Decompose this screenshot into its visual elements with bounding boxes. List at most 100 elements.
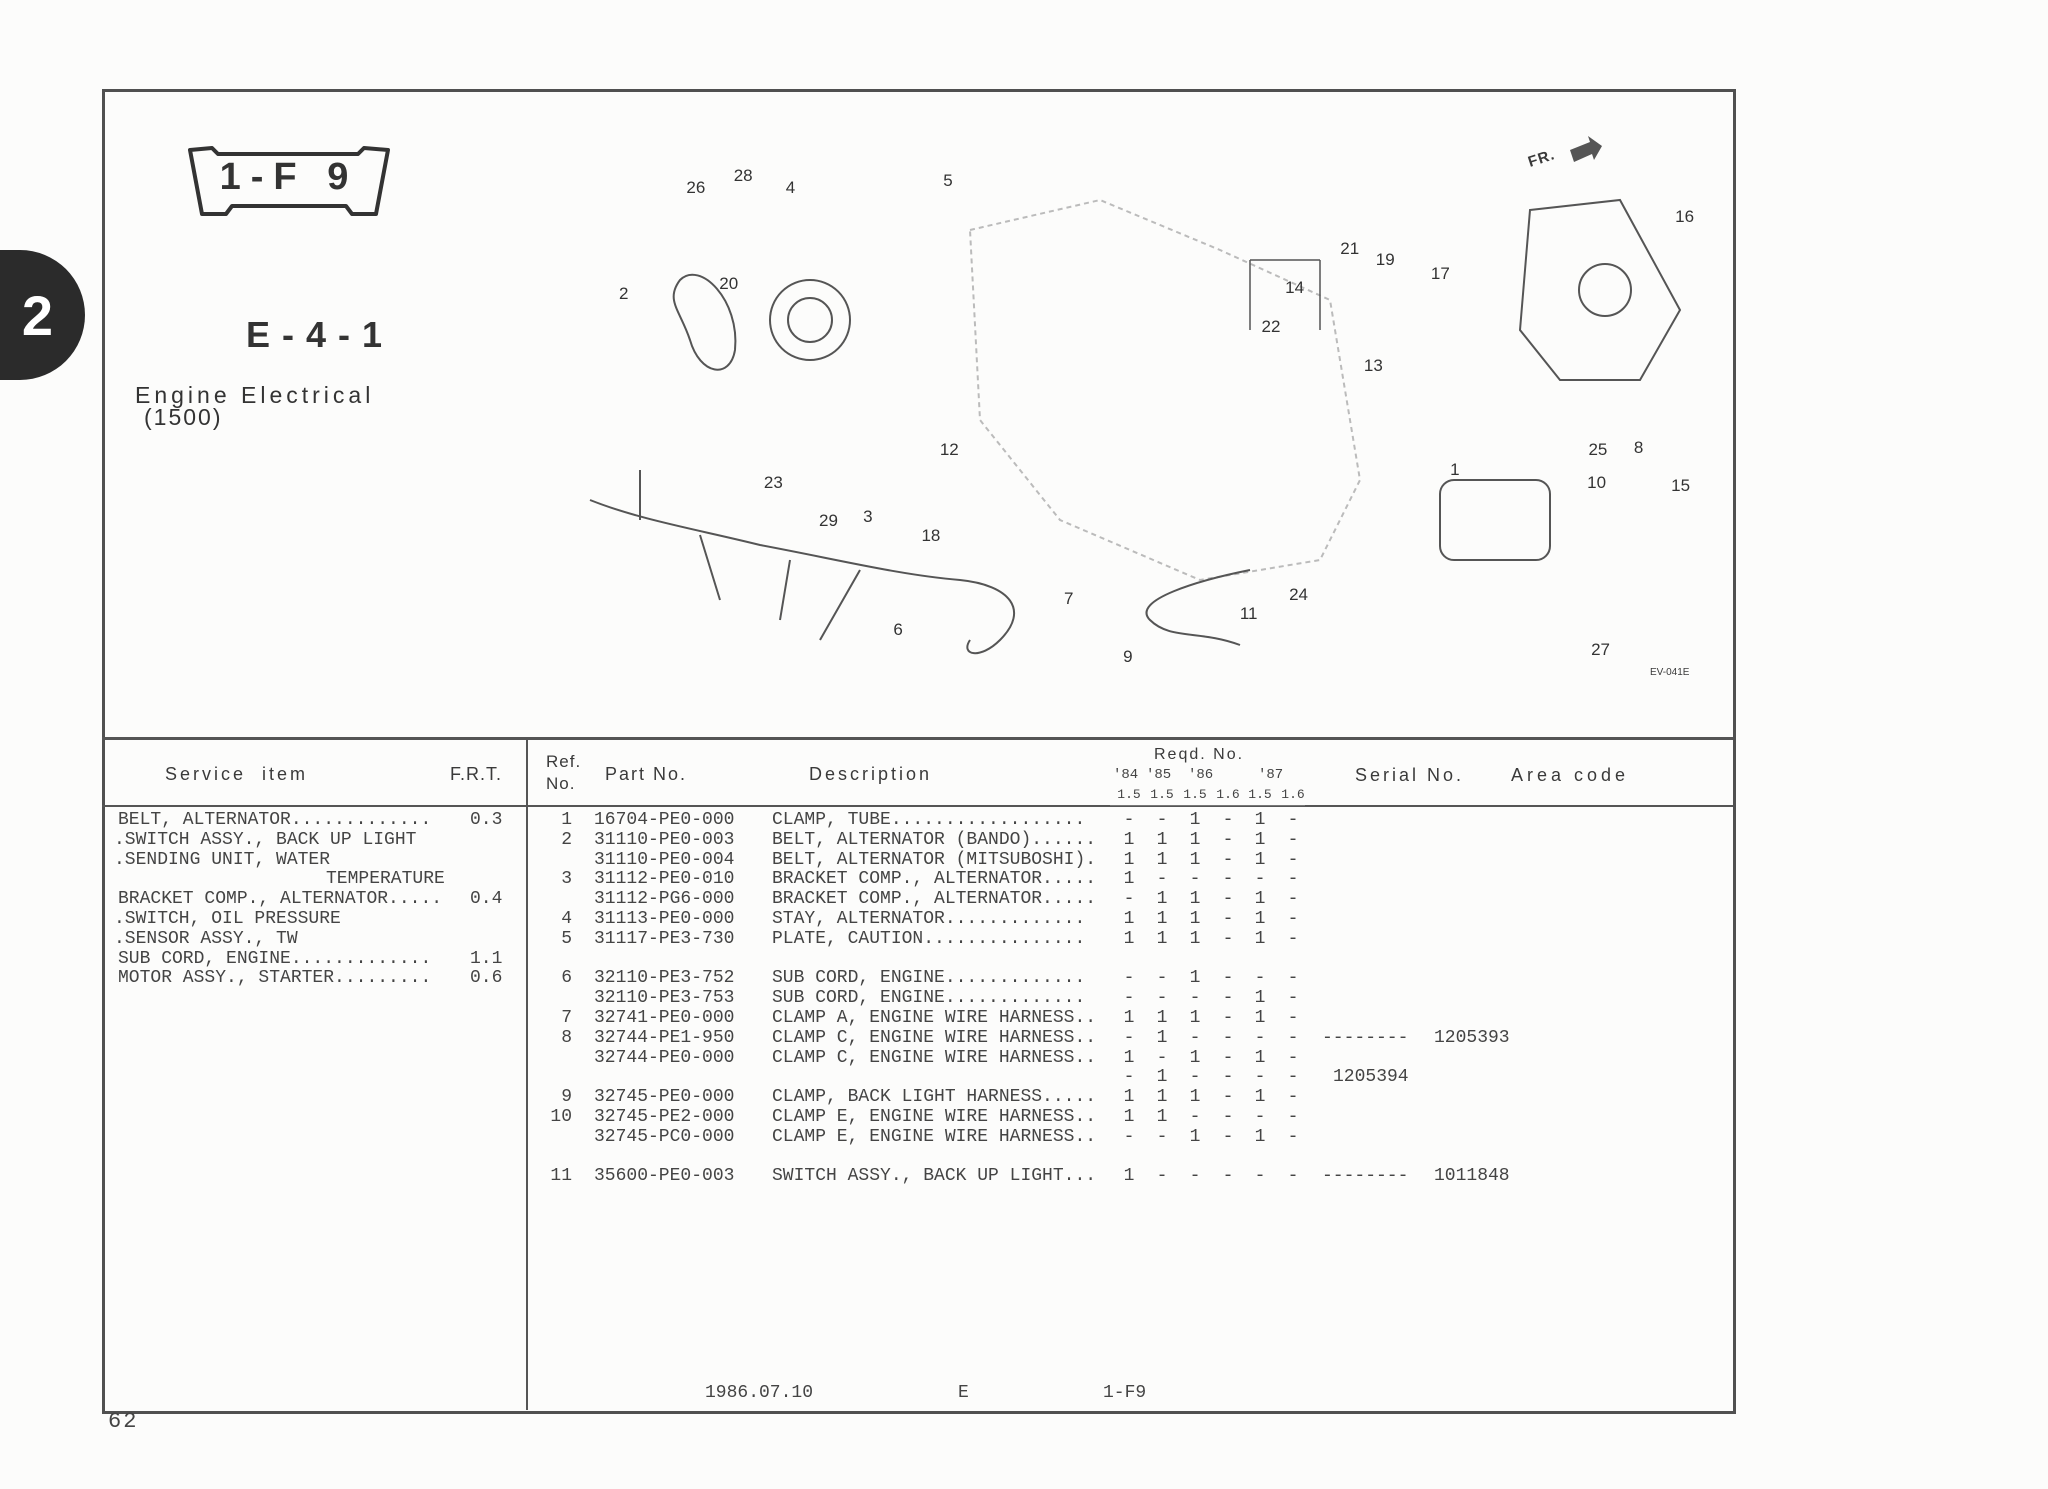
part-description: BELT, ALTERNATOR (BANDO)...... [772, 829, 1097, 850]
ref-number: 4 [561, 909, 572, 929]
required-qty: - [1222, 869, 1234, 890]
serial-range: -------- [1322, 1027, 1409, 1048]
exploded-parts-diagram [589, 136, 1682, 655]
required-qty: - [1254, 1107, 1266, 1127]
required-qty: - [1287, 988, 1299, 1009]
serial-number: 1205393 [1434, 1027, 1510, 1048]
required-qty: - [1287, 1107, 1299, 1127]
header-service-item: Service item [165, 764, 309, 784]
drawing-code: EV-041E [1650, 667, 1690, 678]
required-qty: - [1156, 1126, 1168, 1147]
required-qty: 1 [1189, 810, 1201, 830]
group-badge: 1-F 9 [186, 144, 392, 220]
service-item-label: .SWITCH, OIL PRESSURE [114, 909, 341, 929]
ref-number: 1 [561, 810, 572, 830]
required-qty: - [1222, 1047, 1234, 1068]
required-qty: - [1222, 968, 1234, 989]
group-badge-label: 1-F 9 [219, 156, 359, 198]
required-qty: - [1123, 810, 1135, 830]
front-arrow-icon [1570, 136, 1602, 162]
required-qty: - [1156, 1166, 1168, 1187]
service-item-label: .SENDING UNIT, WATER [114, 849, 331, 870]
required-qty: 1 [1123, 1008, 1135, 1028]
required-qty: - [1254, 968, 1266, 989]
required-qty: 1 [1156, 1087, 1168, 1108]
required-qty: - [1156, 869, 1168, 890]
required-qty: 1 [1156, 1008, 1168, 1028]
required-qty: - [1222, 1027, 1234, 1048]
badge-outline-icon [188, 146, 390, 216]
required-qty: - [1123, 1027, 1135, 1048]
required-qty: - [1222, 810, 1234, 830]
required-qty: - [1123, 968, 1135, 989]
required-qty: 1 [1189, 1087, 1201, 1108]
part-number: 32745-PE2-000 [594, 1107, 735, 1127]
required-qty: 1 [1156, 849, 1168, 870]
callout-number: 7 [1064, 588, 1074, 608]
required-qty: 1 [1123, 1047, 1135, 1068]
starter-motor-icon [1439, 479, 1551, 561]
part-number: 35600-PE0-003 [594, 1166, 735, 1187]
required-qty: 1 [1189, 1047, 1201, 1068]
required-qty: 1 [1123, 1087, 1135, 1108]
header-no: No. [546, 774, 576, 793]
required-qty: - [1222, 909, 1234, 929]
page-code: E-4-1 [246, 314, 395, 355]
callout-number: 4 [785, 177, 796, 197]
required-qty: - [1287, 829, 1299, 850]
required-qty: 1 [1156, 1027, 1168, 1048]
header-engine: 1.5 [1150, 787, 1174, 802]
required-qty: 1 [1123, 909, 1135, 929]
ref-number: 3 [561, 869, 572, 890]
service-item-frt: 1.1 [470, 948, 503, 969]
part-description: CLAMP E, ENGINE WIRE HARNESS.. [772, 1107, 1097, 1127]
callout-number: 23 [763, 473, 783, 493]
callout-number: 15 [1671, 475, 1691, 495]
ref-number: 6 [561, 968, 572, 989]
footer-group: 1-F9 [1103, 1383, 1147, 1403]
page-number: 62 [108, 1409, 139, 1434]
required-qty: 1 [1123, 849, 1135, 870]
required-qty: - [1189, 1107, 1201, 1127]
required-qty: - [1287, 968, 1299, 989]
parts-page-frame [102, 89, 1736, 1414]
part-description: CLAMP C, ENGINE WIRE HARNESS.. [772, 1047, 1097, 1068]
ref-number: 8 [561, 1027, 572, 1048]
callout-number: 11 [1239, 604, 1258, 624]
required-qty: - [1156, 968, 1168, 989]
callout-number: 8 [1633, 437, 1644, 457]
part-number: 31112-PG6-000 [594, 889, 735, 910]
callout-number: 13 [1363, 356, 1383, 376]
service-item-label: .SENSOR ASSY., TW [114, 928, 298, 949]
header-engine: 1.5 [1117, 787, 1141, 802]
header-engine: 1.6 [1216, 787, 1240, 802]
required-qty: 1 [1156, 928, 1168, 949]
part-number: 32110-PE3-753 [594, 988, 735, 1009]
required-qty: 1 [1189, 1126, 1201, 1147]
ref-number: 11 [550, 1166, 572, 1187]
required-qty: 1 [1156, 909, 1168, 929]
required-qty: 1 [1123, 1166, 1135, 1187]
required-qty: 1 [1123, 869, 1135, 890]
callout-number: 26 [686, 177, 706, 197]
header-part-no: Part No. [605, 764, 688, 784]
serial-range: -------- [1322, 1166, 1409, 1187]
required-qty: - [1123, 1067, 1135, 1088]
required-qty: 1 [1254, 1087, 1266, 1108]
service-item-frt: 0.6 [470, 968, 503, 989]
required-qty: 1 [1123, 829, 1135, 850]
required-qty: 1 [1254, 849, 1266, 870]
part-number: 31110-PE0-003 [594, 829, 735, 850]
required-qty: 1 [1189, 849, 1201, 870]
column-divider [526, 738, 528, 1410]
required-qty: - [1287, 1126, 1299, 1147]
required-qty: - [1287, 1067, 1299, 1088]
required-qty: 1 [1123, 1107, 1135, 1127]
engine-block-outline [968, 198, 1362, 582]
required-qty: 1 [1189, 968, 1201, 989]
belt-icon [672, 273, 737, 371]
part-number: 31110-PE0-004 [594, 849, 735, 870]
part-description: PLATE, CAUTION............... [772, 928, 1086, 949]
footer-date: 1986.07.10 [705, 1383, 814, 1403]
service-item-frt: 0.3 [470, 810, 503, 830]
